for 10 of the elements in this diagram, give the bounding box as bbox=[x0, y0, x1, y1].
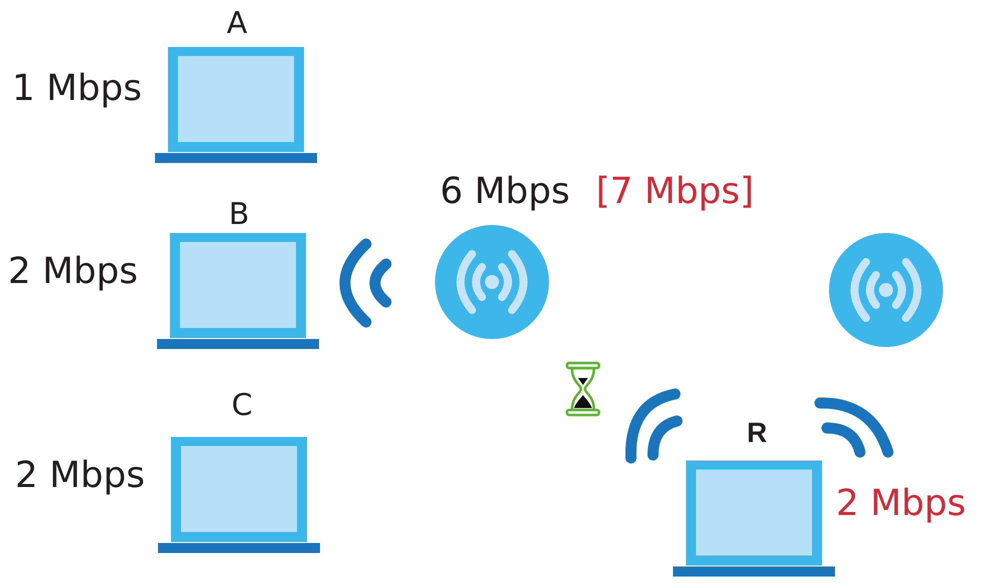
data-rate-label: 6 Mbps bbox=[440, 174, 570, 210]
station-label: A bbox=[226, 9, 248, 39]
data-rate-label: [7 Mbps] bbox=[596, 174, 754, 210]
data-rate-label: 2 Mbps bbox=[836, 486, 966, 522]
station-label: R bbox=[746, 419, 768, 447]
station-label: C bbox=[232, 391, 252, 421]
station-label: B bbox=[228, 200, 250, 230]
data-rate-label: 1 Mbps bbox=[12, 71, 142, 107]
data-rate-label: 2 Mbps bbox=[8, 254, 138, 290]
data-rate-label: 2 Mbps bbox=[15, 458, 145, 494]
